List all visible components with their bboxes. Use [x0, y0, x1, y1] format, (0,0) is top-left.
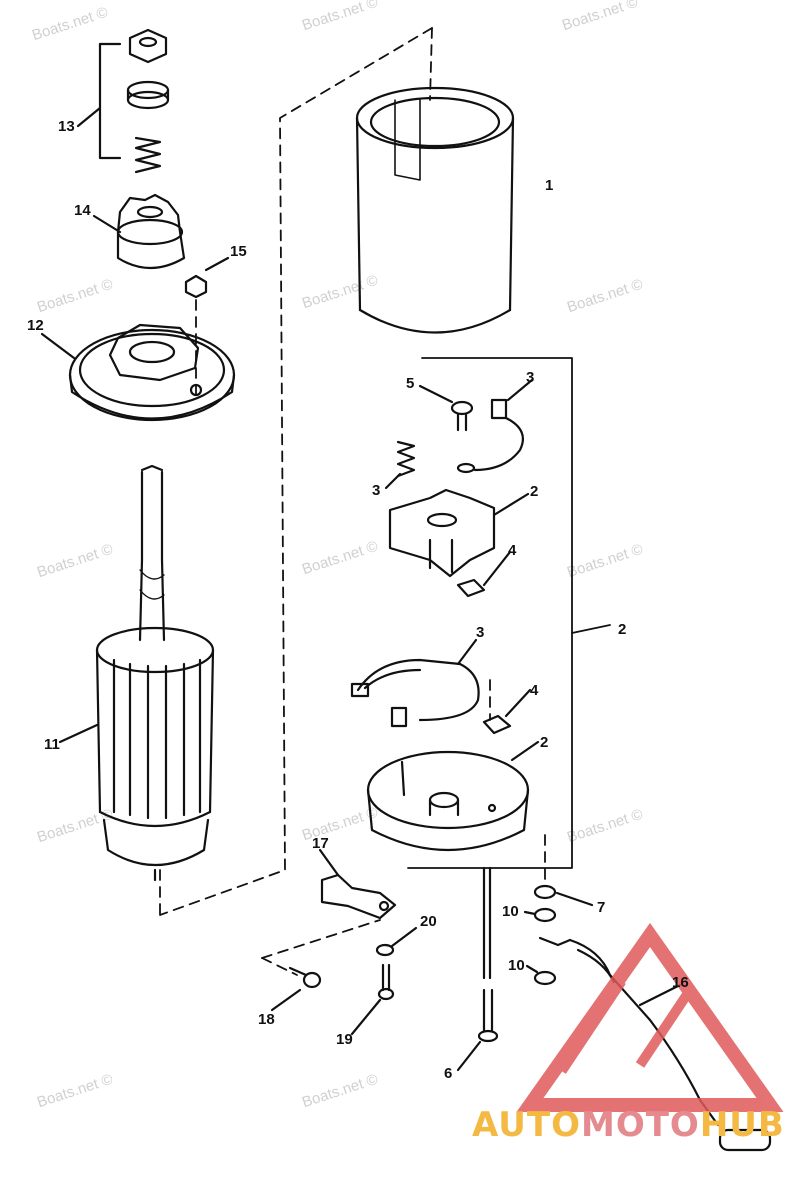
- brand-part-moto: MOTO: [580, 1105, 700, 1145]
- drive-end-head: [40, 323, 236, 422]
- brand-wordmark: AUTOMOTOHUB: [472, 1105, 785, 1145]
- small-nut: [184, 256, 230, 299]
- through-bolt: [456, 866, 499, 1072]
- washer-20: [375, 926, 418, 957]
- cable-lead: [538, 936, 772, 1152]
- callout-label: 2: [618, 621, 627, 638]
- callout-label: 3: [476, 624, 485, 641]
- callout-label: 10: [502, 903, 519, 920]
- frame-housing: [355, 86, 515, 334]
- brand-part-hub: HUB: [699, 1105, 785, 1145]
- callout-label: 17: [312, 835, 329, 852]
- callout-label: 4: [508, 542, 517, 559]
- callout-label: 4: [530, 682, 539, 699]
- brand-part-auto: AUTO: [472, 1105, 581, 1145]
- callout-label: 2: [540, 734, 549, 751]
- assembly-dashed-outline: [159, 27, 546, 976]
- drive-pinion: [92, 193, 186, 269]
- callout-label: 2: [530, 483, 539, 500]
- callout-label: 10: [508, 957, 525, 974]
- callout-label: 16: [672, 974, 689, 991]
- callout-label: 18: [258, 1011, 275, 1028]
- callout-label: 15: [230, 243, 247, 260]
- callout-label: 14: [74, 202, 91, 219]
- nut-10-lower: [525, 964, 557, 986]
- callout-label: 11: [44, 736, 60, 753]
- callout-label: 1: [545, 177, 554, 194]
- screw-18: [270, 966, 322, 1012]
- brush-set: [350, 638, 480, 728]
- callout-label: 19: [336, 1031, 353, 1048]
- insulator-lower: [482, 688, 532, 735]
- mounting-bracket: [318, 848, 397, 920]
- nut-10-upper: [523, 907, 557, 923]
- washer-7: [533, 884, 594, 907]
- insulator: [456, 550, 512, 598]
- callout-label: 20: [420, 913, 437, 930]
- brush-with-lead: [456, 378, 534, 474]
- armature: [58, 464, 215, 882]
- screw-19: [350, 963, 395, 1036]
- callout-label: 3: [526, 369, 535, 386]
- nut-washer-spring: [76, 28, 170, 174]
- brush-spring: [384, 440, 416, 490]
- callout-label: 3: [372, 482, 381, 499]
- callout-label: 12: [27, 317, 44, 334]
- brush-holder: [388, 488, 530, 578]
- callout-label: 7: [597, 899, 606, 916]
- callout-label: 5: [406, 375, 415, 392]
- commutator-end-head: [366, 740, 540, 851]
- brush-screw: [418, 384, 474, 432]
- callout-label: 6: [444, 1065, 453, 1082]
- callout-label: 13: [58, 118, 75, 135]
